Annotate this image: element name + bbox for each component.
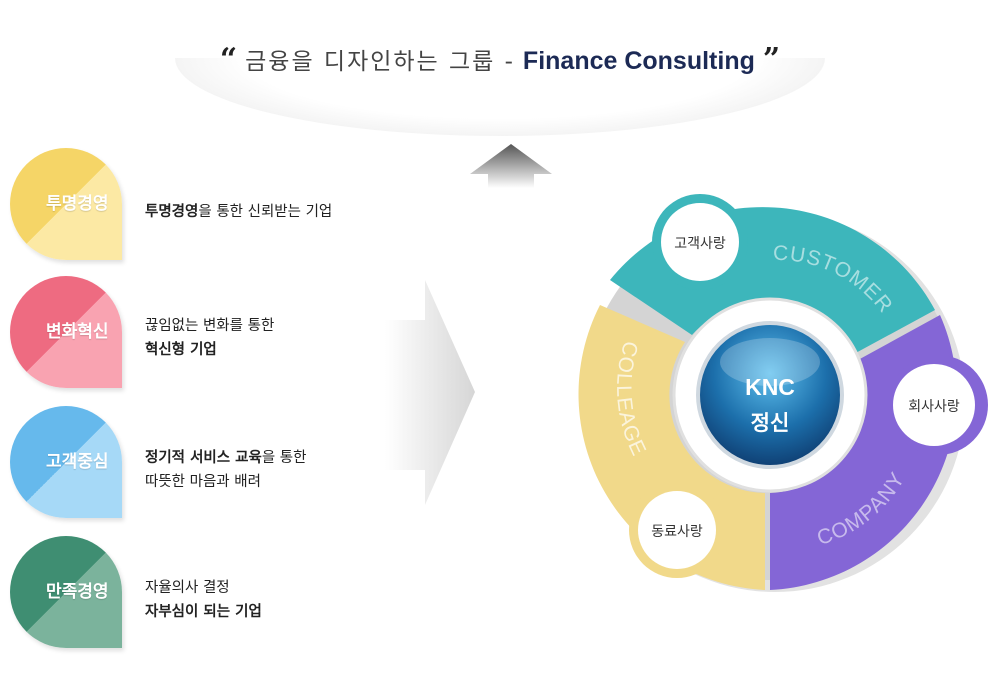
value-badge: 고객중심 [10,406,122,518]
right-arrow-icon [385,280,475,505]
center-title: KNC [745,374,795,400]
banner: “ 금융을 디자인하는 그룹 - Finance Consulting ” [175,28,825,136]
desc-line1-bold: 정기적 서비스 교육 [145,450,262,466]
node-colleague-love: 동료사랑 [629,482,725,578]
center-orb-highlight [720,338,820,386]
value-badge-label: 고객중심 [46,452,109,472]
value-description: 정기적 서비스 교육을 통한 따뜻한 마음과 배려 [145,446,306,494]
value-badge: 투명경영 [10,148,122,260]
knc-spirit-diagram: KNC 정신 CUSTOMER COMPANY COLLEAGE 고객사랑 회사… [578,194,988,592]
node-company-love: 회사사랑 [888,355,988,455]
node-label: 고객사랑 [674,236,726,252]
value-description: 끊임없는 변화를 통한 혁신형 기업 [145,314,274,362]
value-row-innovation: 변화혁신 끊임없는 변화를 통한 혁신형 기업 [10,276,410,388]
desc-line1-bold: 투명경영 [145,204,199,220]
value-row-satisfaction: 만족경영 자율의사 결정 자부심이 되는 기업 [10,536,410,648]
center-subtitle: 정신 [751,411,790,435]
value-badge: 만족경영 [10,536,122,648]
value-badge: 변화혁신 [10,276,122,388]
value-row-transparency: 투명경영 투명경영을 통한 신뢰받는 기업 [10,148,410,260]
banner-korean-text: 금융을 디자인하는 그룹 - [245,49,515,75]
center-orb [696,321,844,469]
desc-line2-bold: 혁신형 기업 [145,342,217,358]
desc-line2-bold: 자부심이 되는 기업 [145,604,262,620]
up-arrow-icon [470,144,552,188]
value-badge-label: 투명경영 [46,194,109,214]
desc-line2-rest: 따뜻한 마음과 배려 [145,474,261,490]
quote-close-mark: ” [762,42,781,77]
value-description: 투명경영을 통한 신뢰받는 기업 [145,200,332,224]
desc-line1-rest: 을 통한 신뢰받는 기업 [198,204,333,220]
value-row-customer-focus: 고객중심 정기적 서비스 교육을 통한 따뜻한 마음과 배려 [10,406,410,518]
node-label: 회사사랑 [908,399,960,415]
node-customer-love: 고객사랑 [652,194,748,290]
quote-open-mark: “ [219,42,238,77]
banner-headline: “ 금융을 디자인하는 그룹 - Finance Consulting ” [175,42,825,77]
node-label: 동료사랑 [651,524,703,540]
desc-line1-rest: 자율의사 결정 [145,580,230,596]
value-badge-label: 만족경영 [46,582,109,602]
value-badge-label: 변화혁신 [46,322,109,342]
banner-english-text: Finance Consulting [522,47,755,75]
desc-line1-rest: 을 통한 [261,450,307,466]
desc-line1-rest: 끊임없는 변화를 통한 [145,318,275,334]
value-description: 자율의사 결정 자부심이 되는 기업 [145,576,262,624]
